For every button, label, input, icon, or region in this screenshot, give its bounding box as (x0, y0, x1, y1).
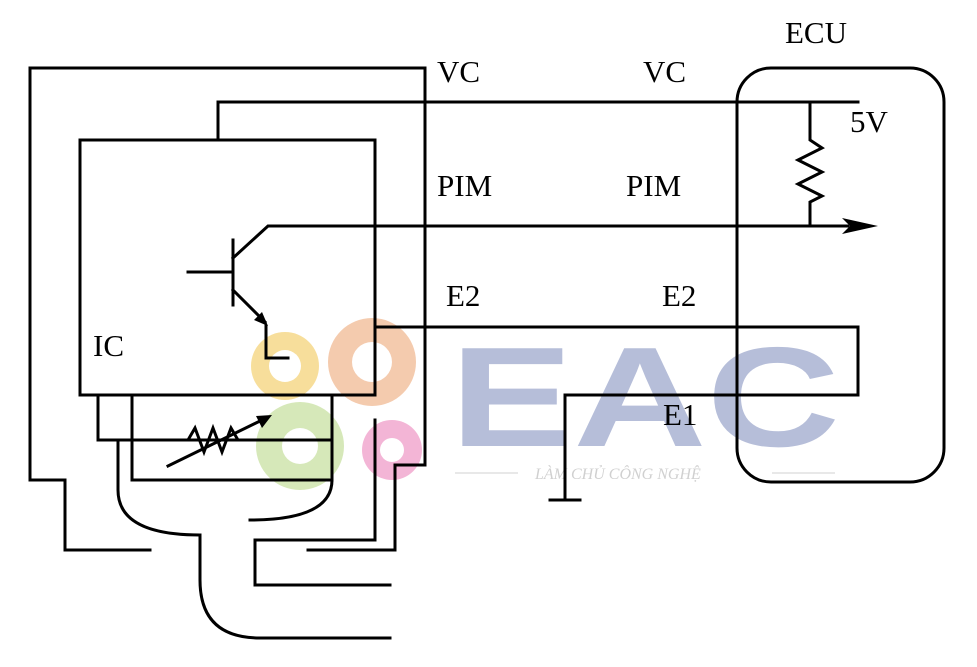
pim-sensor-label: PIM (437, 168, 492, 203)
variable-resistor-zigzag (168, 423, 260, 457)
pim-line: PIM PIM (423, 168, 878, 234)
supply-5v-label: 5V (850, 104, 889, 139)
pim-ecu-label: PIM (626, 168, 681, 203)
transistor-symbol (186, 224, 427, 360)
housing-curved-tube-outer (116, 438, 392, 640)
e2-sensor-label: E2 (446, 278, 480, 313)
watermark-logo-circles (251, 318, 422, 490)
watermark-brand: EAC (450, 318, 840, 477)
ic-chip: IC (78, 138, 377, 397)
e2-wire (373, 325, 860, 502)
housing-lower-connector (253, 418, 377, 587)
ecu-block: ECU 5V E1 (663, 15, 946, 484)
eac-watermark: EAC LÀM CHỦ CÔNG NGHỆ (251, 318, 840, 490)
transistor-emitter-arrow (254, 312, 268, 326)
pullup-resistor (794, 100, 826, 228)
vc-line: VC VC (216, 54, 860, 142)
pim-arrowhead (842, 218, 878, 234)
watermark-tagline: LÀM CHỦ CÔNG NGHỆ (534, 464, 701, 483)
variable-resistor-arrowhead (256, 415, 272, 428)
e1-label: E1 (663, 397, 697, 432)
ecu-box (735, 66, 946, 484)
ic-box (78, 138, 377, 397)
vc-sensor-label: VC (437, 54, 480, 89)
housing-outer-outline (28, 66, 427, 552)
vc-wire (216, 100, 860, 142)
sensor-housing (28, 66, 427, 640)
pressure-element-chamber (130, 393, 334, 482)
vc-ecu-label: VC (643, 54, 686, 89)
pressure-element-frame (96, 393, 334, 442)
ecu-label: ECU (785, 15, 847, 50)
ic-label: IC (93, 328, 124, 363)
pressure-element (96, 393, 334, 482)
transistor-collector (230, 224, 427, 261)
e2-ecu-label: E2 (662, 278, 696, 313)
e2-line: E2 E2 (373, 278, 860, 502)
transistor-emitter-lead (264, 324, 290, 360)
housing-curved-tube-inner (248, 438, 334, 522)
variable-resistor-arrow-line (165, 417, 265, 469)
pullup-resistor-zigzag (794, 100, 826, 228)
